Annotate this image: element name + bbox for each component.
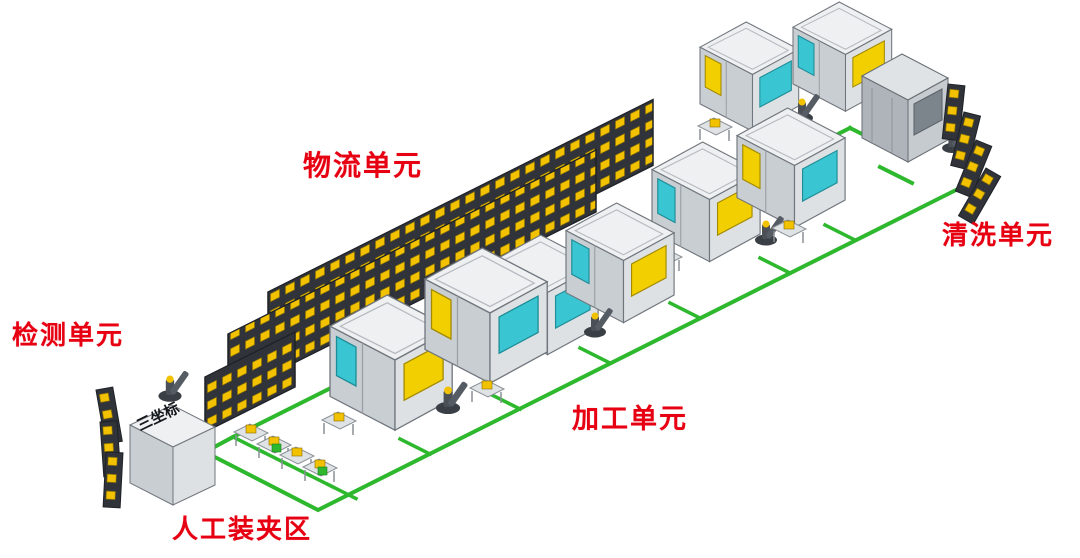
robot-arm	[158, 370, 190, 402]
cleaning-buffer-racks	[941, 83, 1002, 225]
cell-branch-rails	[397, 222, 858, 457]
pallet-stand	[697, 117, 733, 142]
mini-rack	[102, 451, 124, 509]
logistics-rack-rows	[204, 98, 654, 434]
label-cleaning-unit: 清洗单元	[942, 220, 1055, 250]
rail-cleaning-branch	[877, 164, 915, 186]
manual-loading-stands	[233, 423, 338, 483]
pallet-stand	[321, 411, 357, 436]
cmm-machine: 三坐标	[128, 399, 217, 506]
label-logistics-unit: 物流单元	[303, 150, 424, 181]
green-workpiece	[271, 443, 282, 453]
green-workpiece	[317, 466, 328, 476]
label-manual-loading-area: 人工装夹区	[172, 514, 313, 544]
label-machining-unit: 加工单元	[572, 404, 688, 434]
machining-cell-3	[647, 107, 846, 272]
rack-row-short	[204, 330, 296, 434]
cleaning-machine	[860, 53, 950, 163]
label-inspection-unit: 检测单元	[12, 320, 125, 350]
inspection-buffer-racks	[95, 386, 124, 509]
